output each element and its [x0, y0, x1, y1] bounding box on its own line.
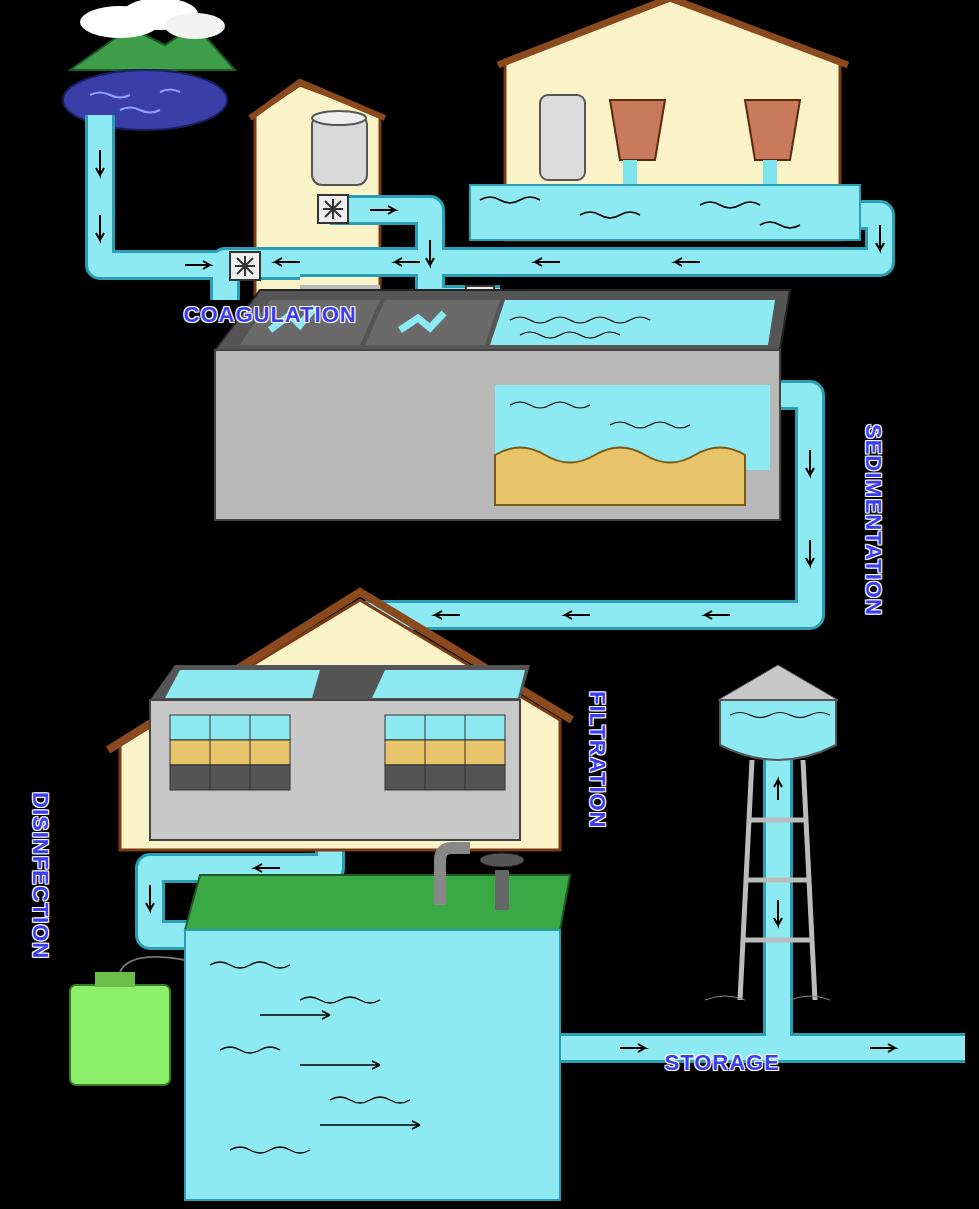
clearwell	[70, 848, 570, 1200]
water-tower	[705, 665, 838, 1000]
stage-label: FILTRATION	[584, 691, 610, 829]
stage-label: STORAGE	[665, 1050, 780, 1076]
flow-arrows	[96, 150, 895, 1052]
filtration-house	[108, 592, 572, 850]
water-source	[63, 0, 235, 130]
pipes	[100, 115, 965, 1048]
stage-label: SEDIMENTATION	[860, 424, 886, 616]
stage-label: COAGULATION	[184, 302, 357, 328]
mixing-basin	[470, 185, 860, 240]
stage-label: DISINFECTION	[27, 792, 53, 959]
